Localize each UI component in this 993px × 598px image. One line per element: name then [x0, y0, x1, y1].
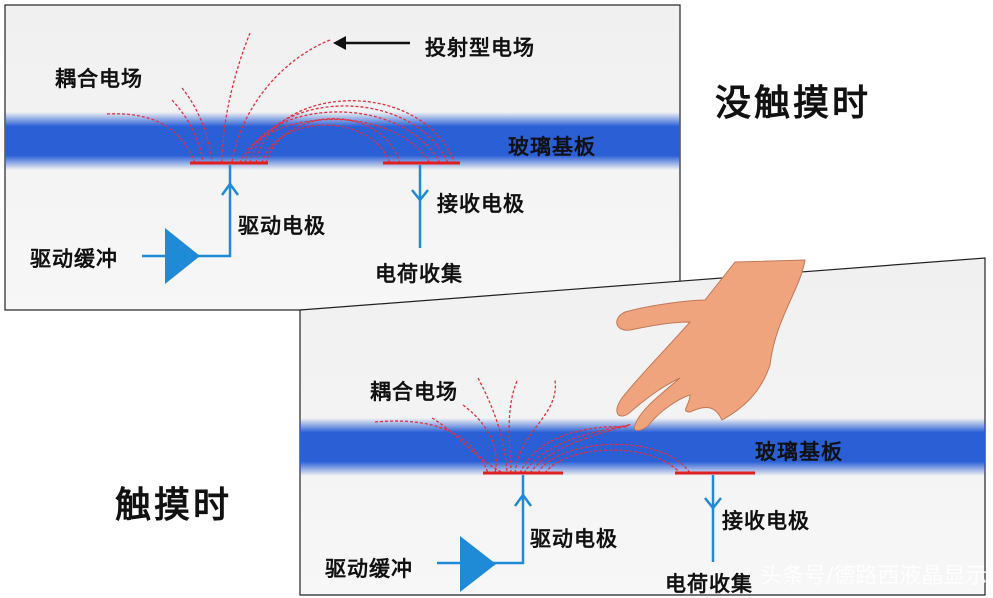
watermark: 头条号/德路西液晶显示	[760, 564, 988, 589]
field-lines	[374, 377, 691, 474]
glass-label: 玻璃基板	[755, 440, 843, 464]
glass-label: 玻璃基板	[508, 135, 596, 159]
receive-electrode-label: 接收电极	[437, 192, 525, 216]
bottom-panel	[299, 257, 986, 596]
arrow-up-icon	[513, 492, 533, 507]
glass-substrate	[5, 112, 680, 170]
drive-buffer-triangle	[460, 536, 496, 592]
field-lines	[106, 32, 456, 164]
receive-wire	[411, 165, 429, 248]
arrow-up-icon	[220, 181, 240, 196]
no-touch-title: 没触摸时	[715, 83, 872, 124]
arrow-down-icon	[411, 189, 429, 203]
receive-electrode-label: 接收电极	[722, 509, 810, 533]
charge-collect-label: 电荷收集	[375, 262, 463, 286]
top-panel	[4, 4, 681, 311]
drive-electrode-label: 驱动电极	[238, 214, 326, 238]
touch-title: 触摸时	[115, 485, 233, 526]
coupling-field-label: 耦合电场	[370, 380, 458, 404]
drive-buffer-label: 驱动缓冲	[30, 247, 118, 271]
hand-illustration	[616, 259, 806, 431]
drive-buffer-triangle	[165, 228, 200, 284]
drive-electrode-label: 驱动电极	[530, 527, 618, 551]
charge-collect-label: 电荷收集	[665, 572, 753, 596]
drive-buffer-label: 驱动缓冲	[325, 557, 413, 581]
arrow-down-icon	[704, 497, 722, 511]
coupling-field-label: 耦合电场	[55, 67, 143, 91]
projected-field-arrow	[333, 36, 410, 50]
receive-wire	[704, 475, 722, 562]
projected-field-label: 投射型电场	[425, 36, 535, 60]
